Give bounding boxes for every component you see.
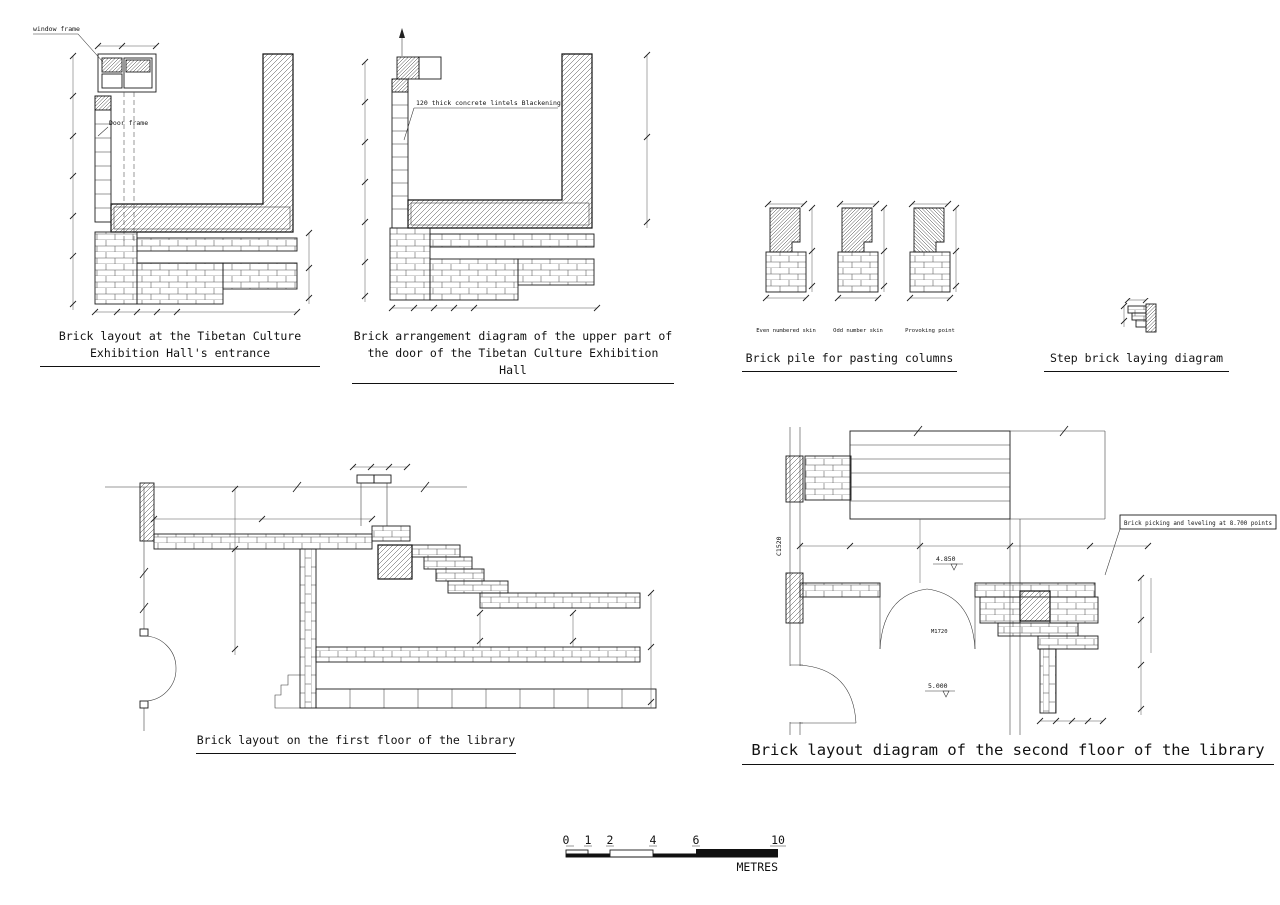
up-arrow-head [399, 28, 405, 38]
door-opening-gap [787, 666, 802, 722]
scale-unit: METRES [736, 860, 778, 874]
window-section-upper [785, 455, 804, 503]
scale-segment [588, 853, 610, 857]
level-triangle-icon [942, 690, 950, 698]
brick-pile-drawing: Even numbered skin Odd number skin Provo… [756, 200, 960, 334]
lintel-inner-line [410, 202, 590, 226]
step-brick-title: Step brick laying diagram [1044, 350, 1229, 372]
concrete-lintel-section [407, 53, 593, 229]
scale-tick-2: 2 [607, 833, 614, 847]
window-frame-detail [97, 53, 157, 93]
door-upper-title-line1: Brick arrangement diagram of the upper p… [353, 329, 673, 343]
scale-tick-6: 6 [693, 833, 700, 847]
lintel-end-block [396, 56, 420, 80]
leveling-note-leader [1104, 528, 1121, 576]
pile-label-provoking: Provoking point [905, 328, 955, 334]
door-frame-leader [97, 126, 109, 137]
lintel-note-leader [403, 107, 558, 141]
concrete-lintel-section [110, 53, 294, 233]
hatched-pier [1019, 590, 1051, 622]
hatched-column [139, 482, 155, 542]
brick-cluster [979, 596, 1099, 714]
lintel-end-block [418, 56, 442, 80]
entrance-title-line1: Brick layout at the Tibetan Culture [58, 329, 302, 343]
scale-tick-1: 1 [585, 833, 592, 847]
door-jamb-wall [391, 78, 409, 229]
window-section-lower [785, 572, 804, 624]
stair-room [849, 425, 1106, 735]
pile-unit-odd: Odd number skin [833, 200, 888, 334]
brick-pile-title-text: Brick pile for pasting columns [745, 351, 954, 365]
scale-tick-0: 0 [563, 833, 570, 847]
scale-segment [566, 853, 588, 857]
level-triangle-icon [950, 563, 958, 571]
first-floor-title-text: Brick layout on the first floor of the l… [196, 733, 516, 747]
leveling-note-box [1119, 514, 1277, 530]
door-frame-label: Door frame [109, 119, 148, 127]
dimension-lines [150, 485, 655, 708]
brick-courses [94, 231, 298, 305]
first-floor-title: Brick layout on the first floor of the l… [196, 732, 516, 754]
door-upper-brick-drawing: 120 thick concrete lintels Blackening [361, 28, 651, 312]
lintel-inner-line [113, 206, 291, 230]
leveling-note: Brick picking and leveling at 8.700 poin… [1124, 519, 1272, 527]
step-brick-title-text: Step brick laying diagram [1049, 351, 1224, 365]
window-frame-label: window frame [33, 25, 80, 33]
second-floor-title: Brick layout diagram of the second floor… [742, 740, 1274, 765]
pile-label-odd: Odd number skin [833, 328, 883, 334]
step-edge [274, 674, 300, 709]
window-frame-leader [33, 33, 104, 63]
upper-brick-detail [349, 463, 411, 526]
second-floor-title-text: Brick layout diagram of the second floor… [751, 741, 1265, 759]
double-door-swing [879, 583, 976, 650]
step-brick-drawing [1120, 298, 1157, 333]
door-wall-courses [799, 582, 1096, 598]
dimension-lines [796, 519, 1152, 725]
scale-tick-10: 10 [771, 833, 785, 847]
entrance-title: Brick layout at the Tibetan Culture Exhi… [40, 328, 320, 367]
corner-brick-courses [804, 455, 852, 501]
single-door-swing [799, 664, 857, 724]
pile-label-even: Even numbered skin [756, 328, 816, 334]
window-tag: C1520 [775, 536, 783, 556]
second-floor-plan: C1520 4.850 M172 [775, 425, 1277, 735]
door-upper-title-line2: the door of the Tibetan Culture Exhibiti… [367, 346, 659, 377]
door-swing-arcs [143, 635, 177, 702]
break-marks [292, 481, 430, 493]
scale-segment [653, 853, 696, 857]
scale-tick-4: 4 [650, 833, 657, 847]
lintel-note: 120 thick concrete lintels Blackening [416, 99, 561, 107]
dimension-lines [361, 51, 651, 312]
entrance-brick-layout-drawing: window frame Door frame [33, 25, 313, 316]
scale-segment [609, 849, 654, 858]
door-tag: M1720 [931, 629, 948, 635]
scale-segment [696, 849, 778, 858]
level-mark-lower: 5.000 [928, 682, 948, 690]
door-jamb-wall [94, 95, 112, 223]
brick-wall-courses [153, 525, 657, 709]
entrance-title-line2: Exhibition Hall's entrance [89, 346, 270, 360]
pile-unit-even: Even numbered skin [756, 200, 816, 334]
brick-pile-title: Brick pile for pasting columns [742, 350, 957, 372]
hatched-pier [377, 544, 413, 580]
scale-bar: 0 1 2 4 6 10 METRES [563, 833, 786, 874]
brick-courses [389, 227, 595, 301]
first-floor-plan [105, 463, 657, 731]
door-upper-title: Brick arrangement diagram of the upper p… [352, 328, 674, 384]
pile-unit-provoking: Provoking point [905, 200, 960, 334]
level-mark-upper: 4.850 [936, 555, 956, 563]
left-wall [139, 487, 149, 731]
dimension-lines [69, 42, 313, 316]
